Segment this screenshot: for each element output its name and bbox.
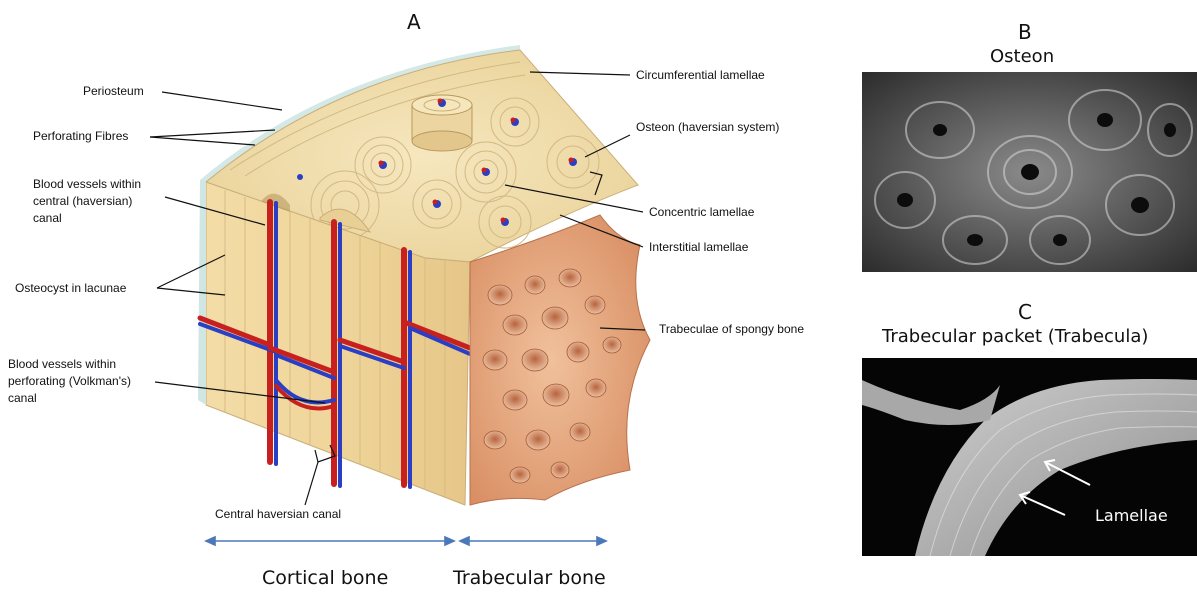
panel-a-letter: A: [407, 10, 421, 34]
label-blood-central-line1: Blood vessels within: [33, 177, 141, 191]
label-blood-central-line3: canal: [33, 211, 62, 225]
cortical-arrow-right-icon: [445, 537, 454, 545]
label-perforating-fibres: Perforating Fibres: [33, 129, 128, 143]
lamellae-annotation: Lamellae: [1095, 506, 1168, 525]
panel-c-letter: C: [1018, 300, 1032, 324]
label-blood-perf-line2: perforating (Volkman's): [8, 374, 131, 388]
panel-b-title: Osteon: [990, 46, 1054, 67]
osteon-micrograph: [862, 72, 1197, 272]
label-trabecular-bone: Trabecular bone: [453, 567, 606, 589]
label-trabeculae: Trabeculae of spongy bone: [659, 322, 804, 336]
label-central-haversian: Central haversian canal: [215, 507, 341, 521]
label-cortical-bone: Cortical bone: [262, 567, 388, 589]
bone-wedge: [198, 45, 650, 505]
label-blood-central-line2: central (haversian): [33, 194, 132, 208]
label-osteon-system: Osteon (haversian system): [636, 120, 779, 134]
trabecular-arrow-left-icon: [460, 537, 469, 545]
label-blood-perf-line3: canal: [8, 391, 37, 405]
label-concentric: Concentric lamellae: [649, 205, 754, 219]
label-osteocyst: Osteocyst in lacunae: [15, 281, 126, 295]
label-circumferential: Circumferential lamellae: [636, 68, 765, 82]
panel-b-letter: B: [1018, 20, 1032, 44]
label-blood-perf-line1: Blood vessels within: [8, 357, 116, 371]
cortical-arrow-left-icon: [206, 537, 215, 545]
trabecula-micrograph: [862, 358, 1197, 556]
trabecular-arrow-right-icon: [597, 537, 606, 545]
label-periosteum: Periosteum: [83, 84, 144, 98]
panel-c-title: Trabecular packet (Trabecula): [882, 326, 1148, 347]
bottom-arrows: [206, 537, 606, 545]
label-interstitial: Interstitial lamellae: [649, 240, 748, 254]
